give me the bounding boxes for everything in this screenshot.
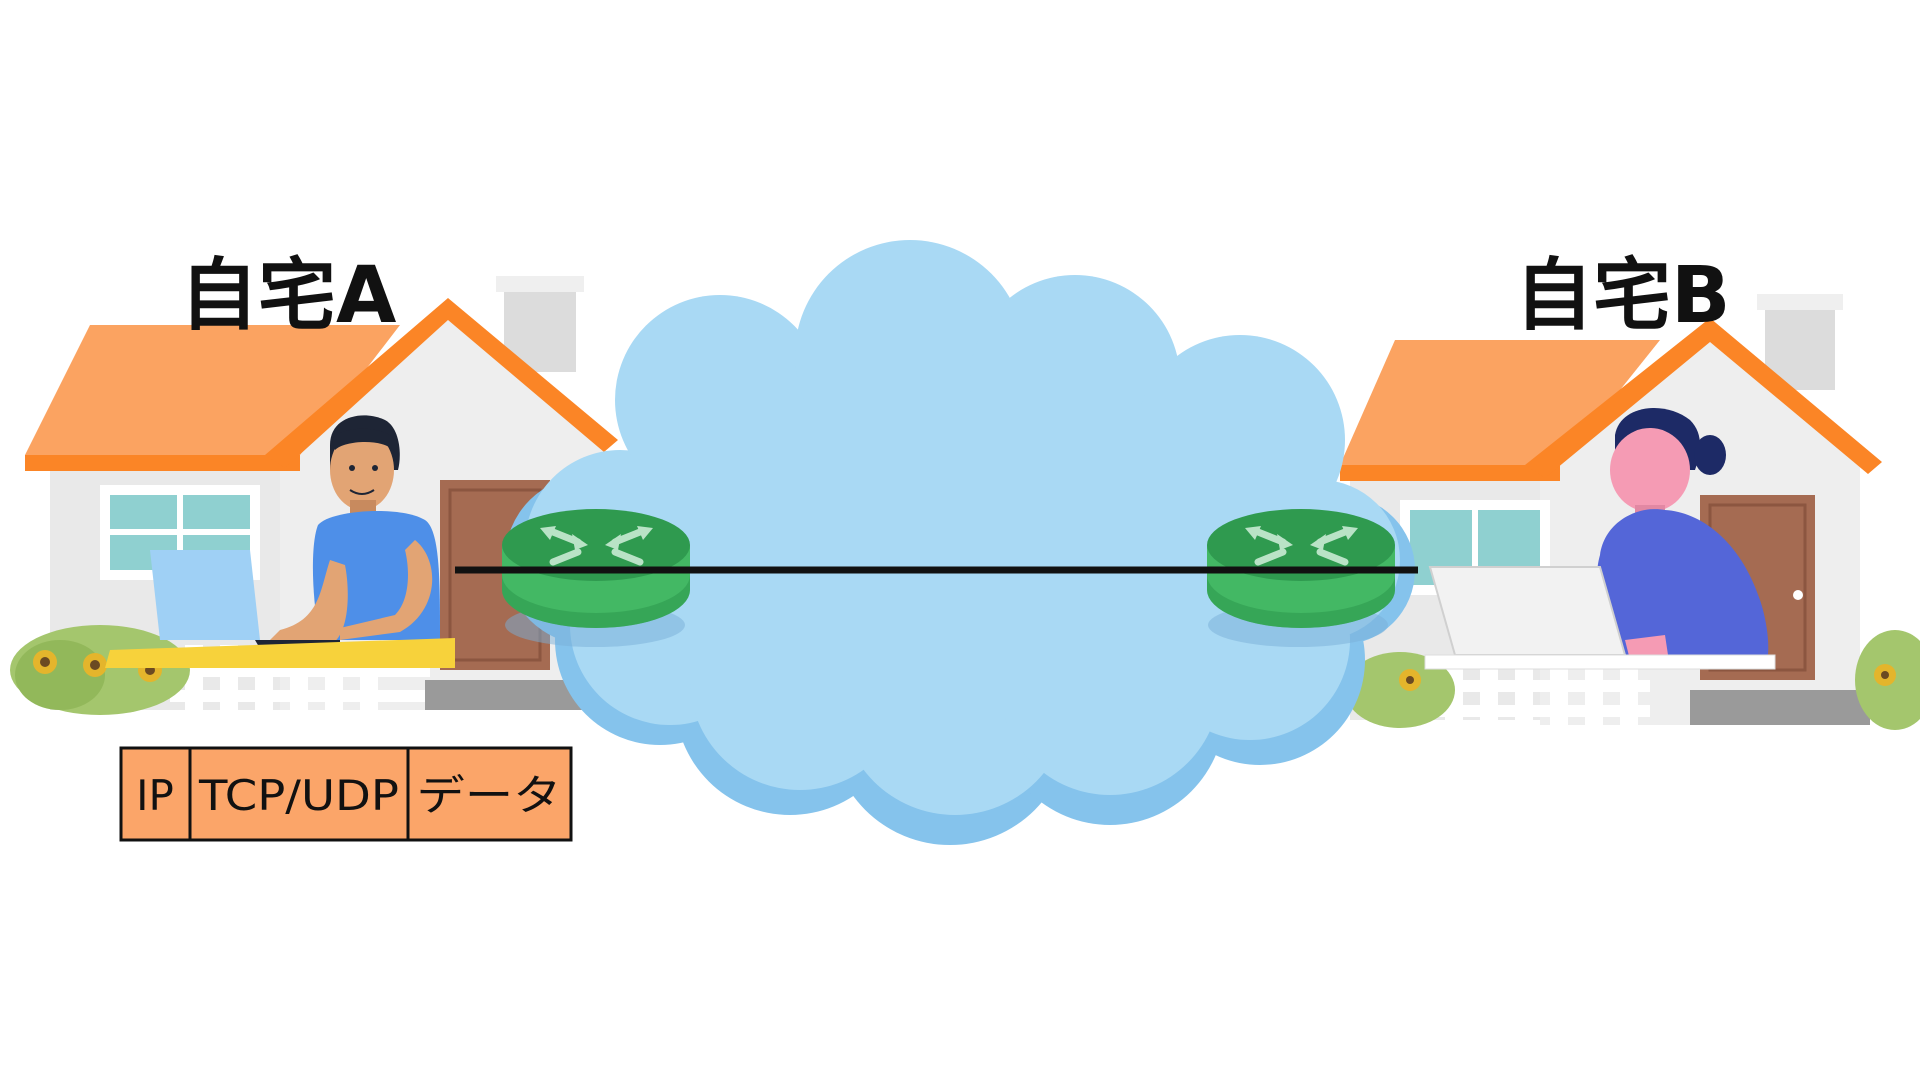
packet-segment-ip: IP <box>136 771 174 820</box>
person-b <box>1596 408 1769 665</box>
desk-a <box>105 638 455 668</box>
packet-structure: IP TCP/UDP データ <box>119 746 573 842</box>
packet-segment-data: データ <box>417 771 562 820</box>
router-b <box>1207 509 1395 647</box>
laptop-b <box>1428 566 1627 656</box>
router-icon <box>502 509 690 647</box>
desk-b <box>1424 654 1776 670</box>
house-a-label: 自宅A <box>180 251 396 341</box>
packet-segment-transport: TCP/UDP <box>198 771 399 820</box>
router-a <box>502 509 690 647</box>
router-icon <box>1207 509 1395 647</box>
person-a <box>265 415 440 645</box>
house-b-label: 自宅B <box>1515 251 1730 341</box>
